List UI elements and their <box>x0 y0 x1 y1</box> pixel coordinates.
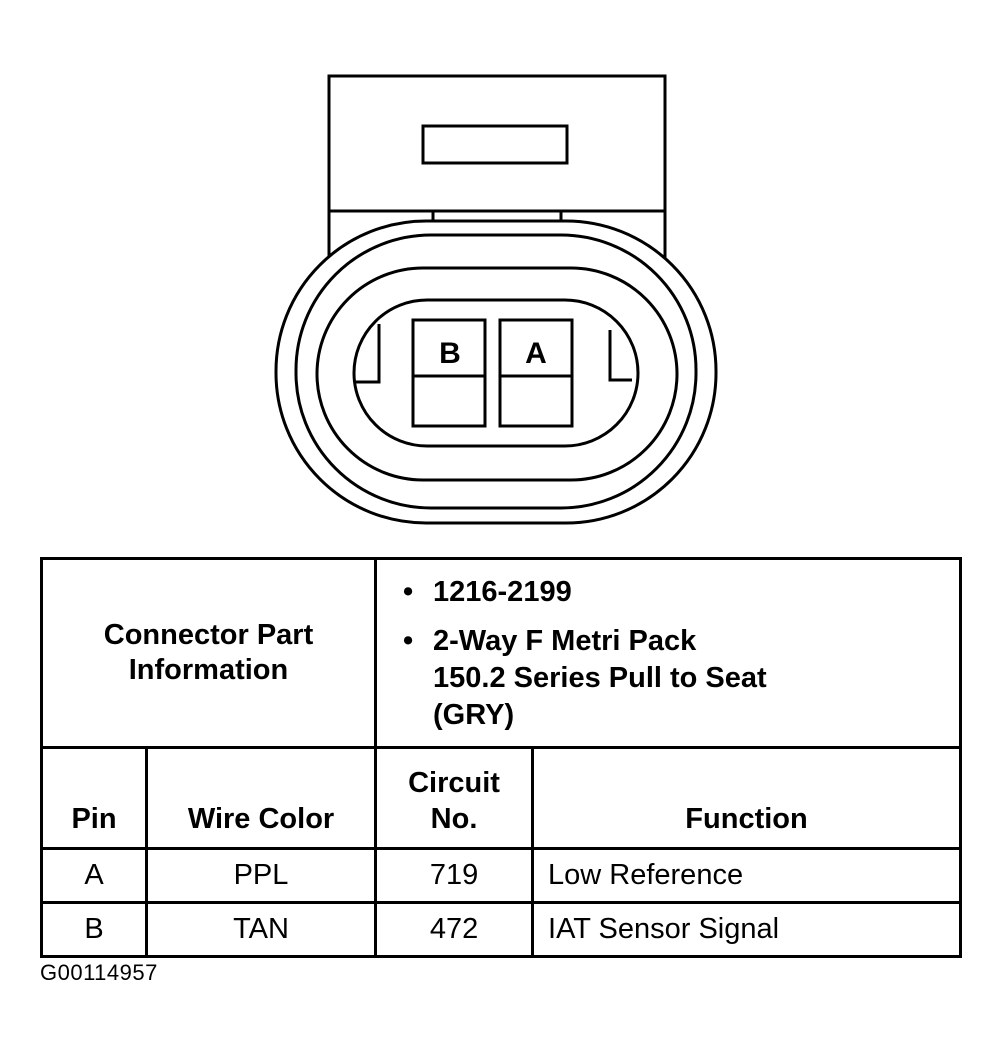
connector-cavity <box>352 298 640 448</box>
terminal-cavity-a <box>498 318 574 428</box>
figure-id: G00114957 <box>40 960 158 985</box>
pin-header: Pin <box>40 746 148 850</box>
wire-color-cell: PPL <box>144 847 378 904</box>
circuit-cell: 472 <box>374 901 535 958</box>
function-cell: IAT Sensor Signal <box>531 901 963 958</box>
part-info-row: Connector Part Information 1216-2199 2-W… <box>39 557 963 749</box>
connector-face-diagram: B A <box>274 74 718 525</box>
part-number: 1216-2199 <box>403 574 959 611</box>
part-details-cell: 1216-2199 2-Way F Metri Pack 150.2 Serie… <box>374 557 963 749</box>
pin-label-b: B <box>439 337 461 370</box>
part-details-list: 1216-2199 2-Way F Metri Pack 150.2 Serie… <box>377 574 959 734</box>
connector-inner-ring <box>315 266 679 482</box>
connector-key-left <box>356 324 381 384</box>
connector-latch-window <box>421 124 569 165</box>
pin-cell: A <box>40 847 148 904</box>
function-header: Function <box>531 746 963 850</box>
wire-color-cell: TAN <box>144 901 378 958</box>
circuit-cell: 719 <box>374 847 535 904</box>
pin-label-a: A <box>525 337 547 370</box>
function-cell: Low Reference <box>531 847 963 904</box>
connector-key-right <box>608 330 632 382</box>
terminal-cavity-b <box>411 318 487 428</box>
table-row: B TAN 472 IAT Sensor Signal <box>40 901 963 958</box>
table-row: A PPL 719 Low Reference <box>40 847 963 904</box>
wire-color-header: Wire Color <box>144 746 378 850</box>
connector-outer-ring <box>274 219 718 525</box>
part-description: 2-Way F Metri Pack 150.2 Series Pull to … <box>403 623 773 734</box>
pin-cell: B <box>40 901 148 958</box>
connector-info-table: Connector Part Information 1216-2199 2-W… <box>39 557 963 958</box>
part-info-label: Connector Part Information <box>39 557 378 749</box>
circuit-no-header-text: Circuit No. <box>408 767 500 835</box>
column-header-row: Pin Wire Color Circuit No. Function <box>40 746 963 850</box>
circuit-no-header: Circuit No. <box>374 746 535 850</box>
connector-middle-ring <box>294 233 698 510</box>
